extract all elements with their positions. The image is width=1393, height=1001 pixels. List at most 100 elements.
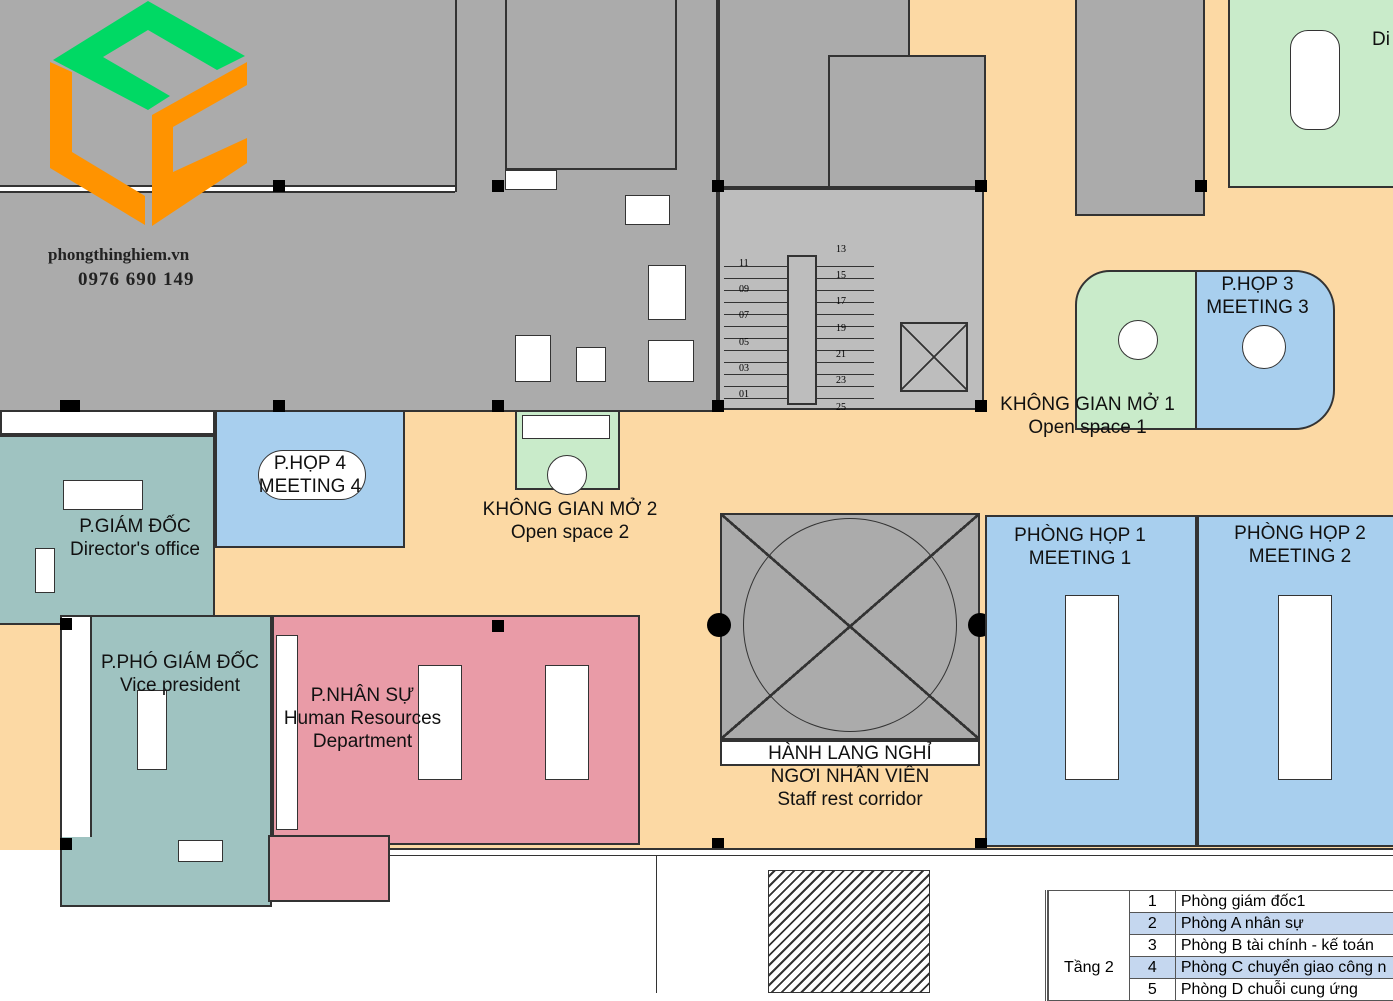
meeting-1-vi: PHÒNG HỌP 1 — [1000, 524, 1160, 547]
column — [712, 400, 724, 412]
open-space-2-en: Open space 2 — [470, 521, 670, 544]
cabinet — [35, 548, 55, 593]
desk — [505, 170, 557, 190]
desk-cluster — [545, 665, 589, 780]
desk — [576, 347, 606, 382]
stair-number: 11 — [739, 258, 749, 269]
hr-en-2: Department — [275, 730, 450, 753]
meeting-table — [1065, 595, 1119, 780]
round-column — [707, 613, 731, 637]
round-table — [1118, 320, 1158, 360]
stair-number: 13 — [836, 244, 846, 255]
desk — [137, 690, 167, 770]
elevator — [900, 322, 968, 392]
legend-name: Phòng C chuyển giao công n — [1175, 957, 1393, 979]
column — [975, 180, 987, 192]
desk — [648, 340, 694, 382]
stair-number: 07 — [739, 310, 749, 321]
meeting-2-en: MEETING 2 — [1220, 545, 1380, 568]
stair-number: 17 — [836, 296, 846, 307]
column — [492, 400, 504, 412]
round-table — [547, 455, 587, 495]
atrium-circle — [743, 518, 957, 732]
meeting-3-en: MEETING 3 — [1200, 296, 1315, 319]
column — [273, 400, 285, 412]
legend-number: 5 — [1129, 979, 1175, 1001]
desk — [515, 335, 551, 382]
column — [60, 838, 72, 850]
column — [712, 180, 724, 192]
room-partition — [505, 0, 677, 170]
stair-number: 15 — [836, 270, 846, 281]
desk — [648, 265, 686, 320]
legend-name: Phòng A nhân sự — [1175, 913, 1393, 935]
stair-number: 19 — [836, 323, 846, 334]
open-space-1-vi: KHÔNG GIAN MỞ 1 — [995, 393, 1180, 416]
column — [492, 180, 504, 192]
meeting-1-en: MEETING 1 — [1000, 547, 1160, 570]
hr-storage — [268, 835, 390, 902]
rest-vi-2: NGƠI NHÂN VIÊN — [720, 765, 980, 788]
cut-label: Di — [1372, 28, 1390, 51]
director-vi: P.GIÁM ĐỐC — [60, 515, 210, 538]
column — [1195, 180, 1207, 192]
stair-number: 23 — [836, 375, 846, 386]
column — [492, 620, 504, 632]
legend-name: Phòng D chuỗi cung ứng — [1175, 979, 1393, 1001]
facade-line — [390, 848, 1393, 856]
vp-vi: P.PHÓ GIÁM ĐỐC — [95, 651, 265, 674]
stair-number: 21 — [836, 349, 846, 360]
stair-number: 05 — [739, 337, 749, 348]
floor-label: Tầng 2 — [1049, 891, 1130, 1001]
window-strip — [62, 617, 92, 837]
toilet-block-2 — [828, 55, 986, 188]
window-strip — [0, 410, 215, 435]
director-en: Director's office — [60, 538, 210, 561]
meeting-4-en: MEETING 4 — [250, 475, 370, 498]
legend-name: Phòng giám đốc1 — [1175, 891, 1393, 913]
open-space-1-en: Open space 1 — [995, 416, 1180, 439]
legend-number: 1 — [1129, 891, 1175, 913]
stair-landing — [787, 255, 817, 405]
meeting-4-vi: P.HỌP 4 — [250, 452, 370, 475]
brand-site[interactable]: phongthinghiem.vn — [48, 245, 189, 265]
stair-number: 03 — [739, 363, 749, 374]
stair-number: 09 — [739, 284, 749, 295]
stair-number: 25 — [836, 402, 846, 413]
sofa — [522, 415, 610, 439]
meeting-2-vi: PHÒNG HỌP 2 — [1220, 522, 1380, 545]
line — [656, 856, 657, 993]
vp-en: Vice president — [95, 674, 265, 697]
rest-vi-1: HÀNH LANG NGHỈ — [720, 742, 980, 765]
legend-number: 2 — [1129, 913, 1175, 935]
round-table — [1242, 325, 1286, 369]
wall-line — [455, 0, 457, 192]
meeting-table — [1290, 30, 1340, 130]
open-space-2-vi: KHÔNG GIAN MỞ 2 — [470, 498, 670, 521]
column — [60, 618, 72, 630]
desk — [63, 480, 143, 510]
rest-en: Staff rest corridor — [720, 788, 980, 811]
legend-number: 3 — [1129, 935, 1175, 957]
meeting-table — [1278, 595, 1332, 780]
cabinet — [178, 840, 223, 862]
stair-number: 01 — [739, 389, 749, 400]
column — [60, 400, 80, 412]
column — [273, 180, 285, 192]
hr-en-1: Human Resources — [275, 707, 450, 730]
brand-logo-icon — [45, 0, 255, 230]
brand-phone[interactable]: 0976 690 149 — [78, 269, 195, 291]
gray-room-top-right — [1075, 0, 1205, 216]
hatched-area — [768, 870, 930, 993]
